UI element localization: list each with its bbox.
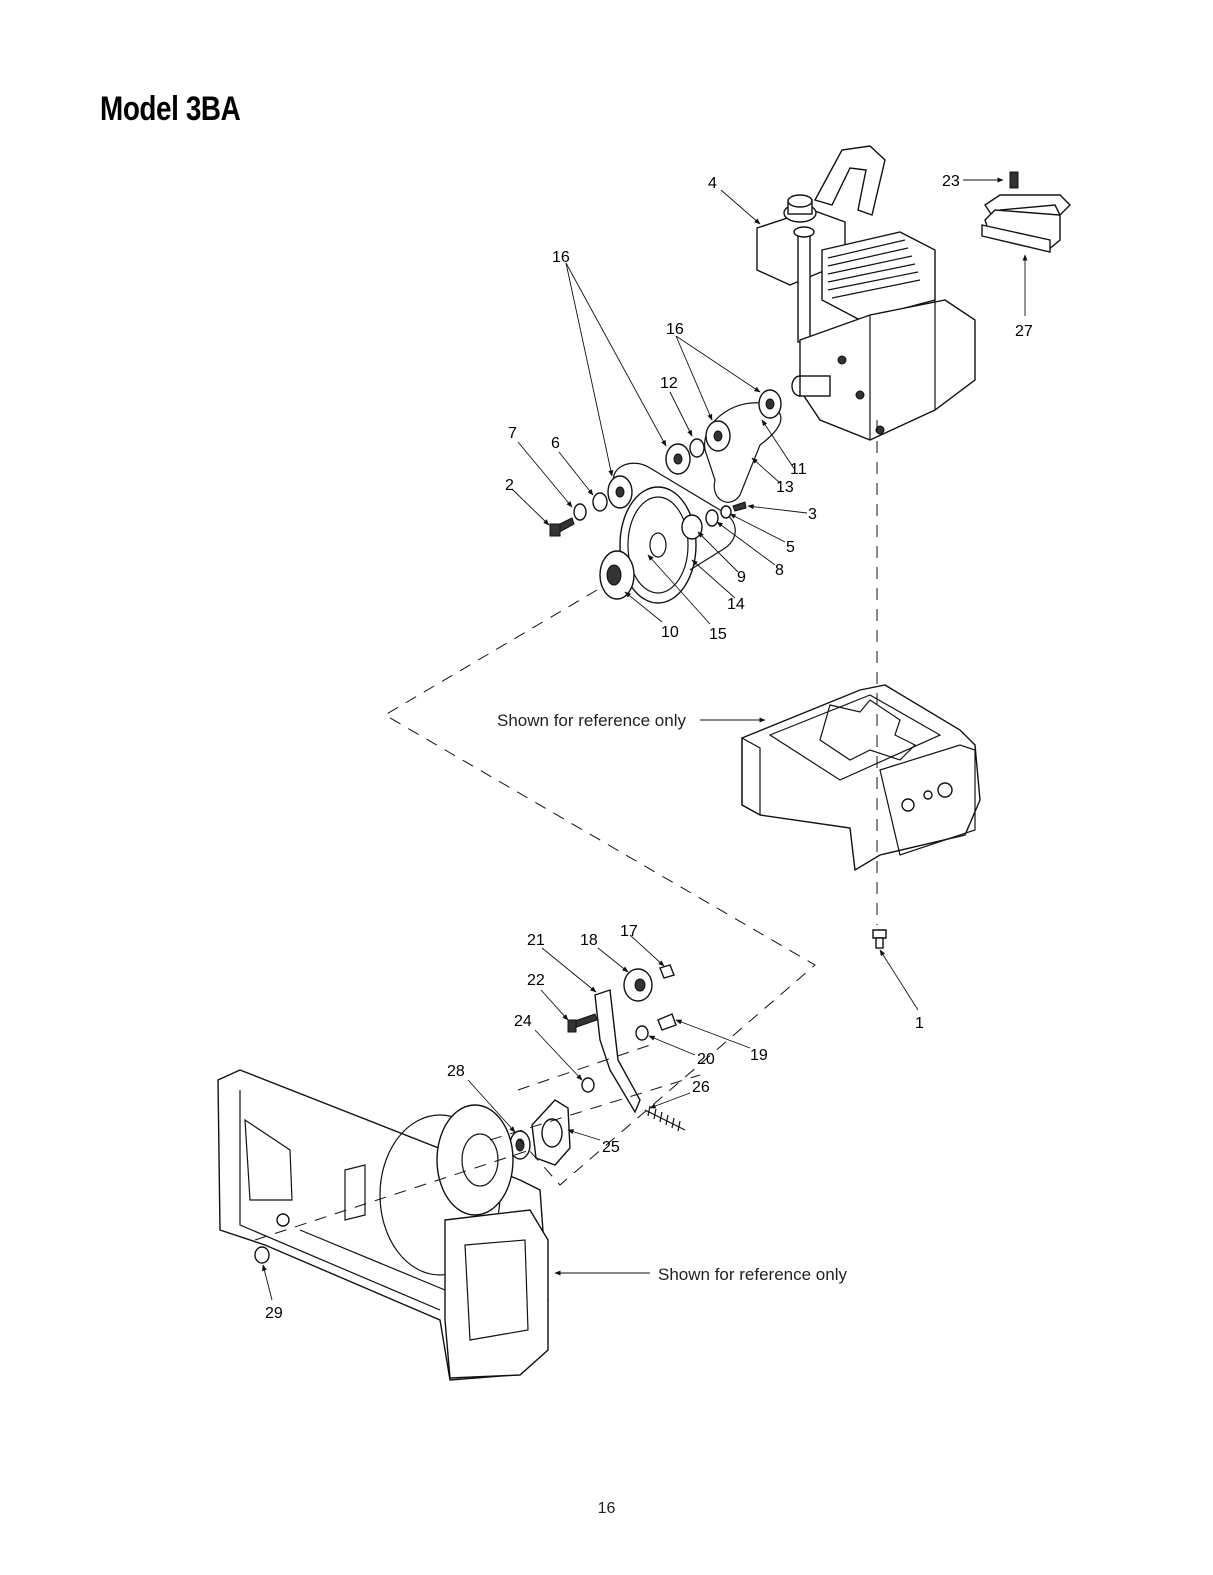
callout-26: 26 [692, 1079, 710, 1096]
frame-reference-illustration [742, 685, 980, 870]
callout-14: 14 [727, 596, 745, 613]
callout-4: 4 [708, 175, 717, 192]
callout-15: 15 [709, 626, 727, 643]
callout-19: 19 [750, 1047, 768, 1064]
reference-note-frame: Shown for reference only [497, 711, 686, 730]
callout-18: 18 [580, 932, 598, 949]
auger-housing-reference-illustration [218, 1070, 548, 1380]
screw-illustration [873, 930, 886, 948]
callout-16a: 16 [666, 321, 684, 338]
callout-29: 29 [265, 1305, 283, 1322]
callout-25: 25 [602, 1139, 620, 1156]
callout-5: 5 [786, 539, 795, 556]
idler-assembly-illustration [510, 965, 685, 1165]
belt-cover-illustration [982, 172, 1070, 252]
callout-13: 13 [776, 479, 794, 496]
callout-17: 17 [620, 923, 638, 940]
reference-note-housing: Shown for reference only [658, 1265, 847, 1284]
callout-9: 9 [737, 569, 746, 586]
callout-21: 21 [527, 932, 545, 949]
callout-10: 10 [661, 624, 679, 641]
callout-1: 1 [915, 1015, 924, 1032]
callout-8: 8 [775, 562, 784, 579]
callout-20: 20 [697, 1051, 715, 1068]
callout-16b: 16 [552, 249, 570, 266]
callout-6: 6 [551, 435, 560, 452]
callout-2: 2 [505, 477, 514, 494]
callout-3: 3 [808, 506, 817, 523]
callout-22: 22 [527, 972, 545, 989]
callout-11: 11 [790, 461, 807, 478]
page-number: 16 [0, 1500, 1213, 1518]
callout-7: 7 [508, 425, 517, 442]
callout-28: 28 [447, 1063, 465, 1080]
callout-23: 23 [942, 173, 960, 190]
callout-27: 27 [1015, 323, 1033, 340]
callout-24: 24 [514, 1013, 532, 1030]
engine-illustration [757, 146, 975, 440]
pulley-assembly-illustration [550, 390, 781, 603]
callout-12: 12 [660, 375, 678, 392]
